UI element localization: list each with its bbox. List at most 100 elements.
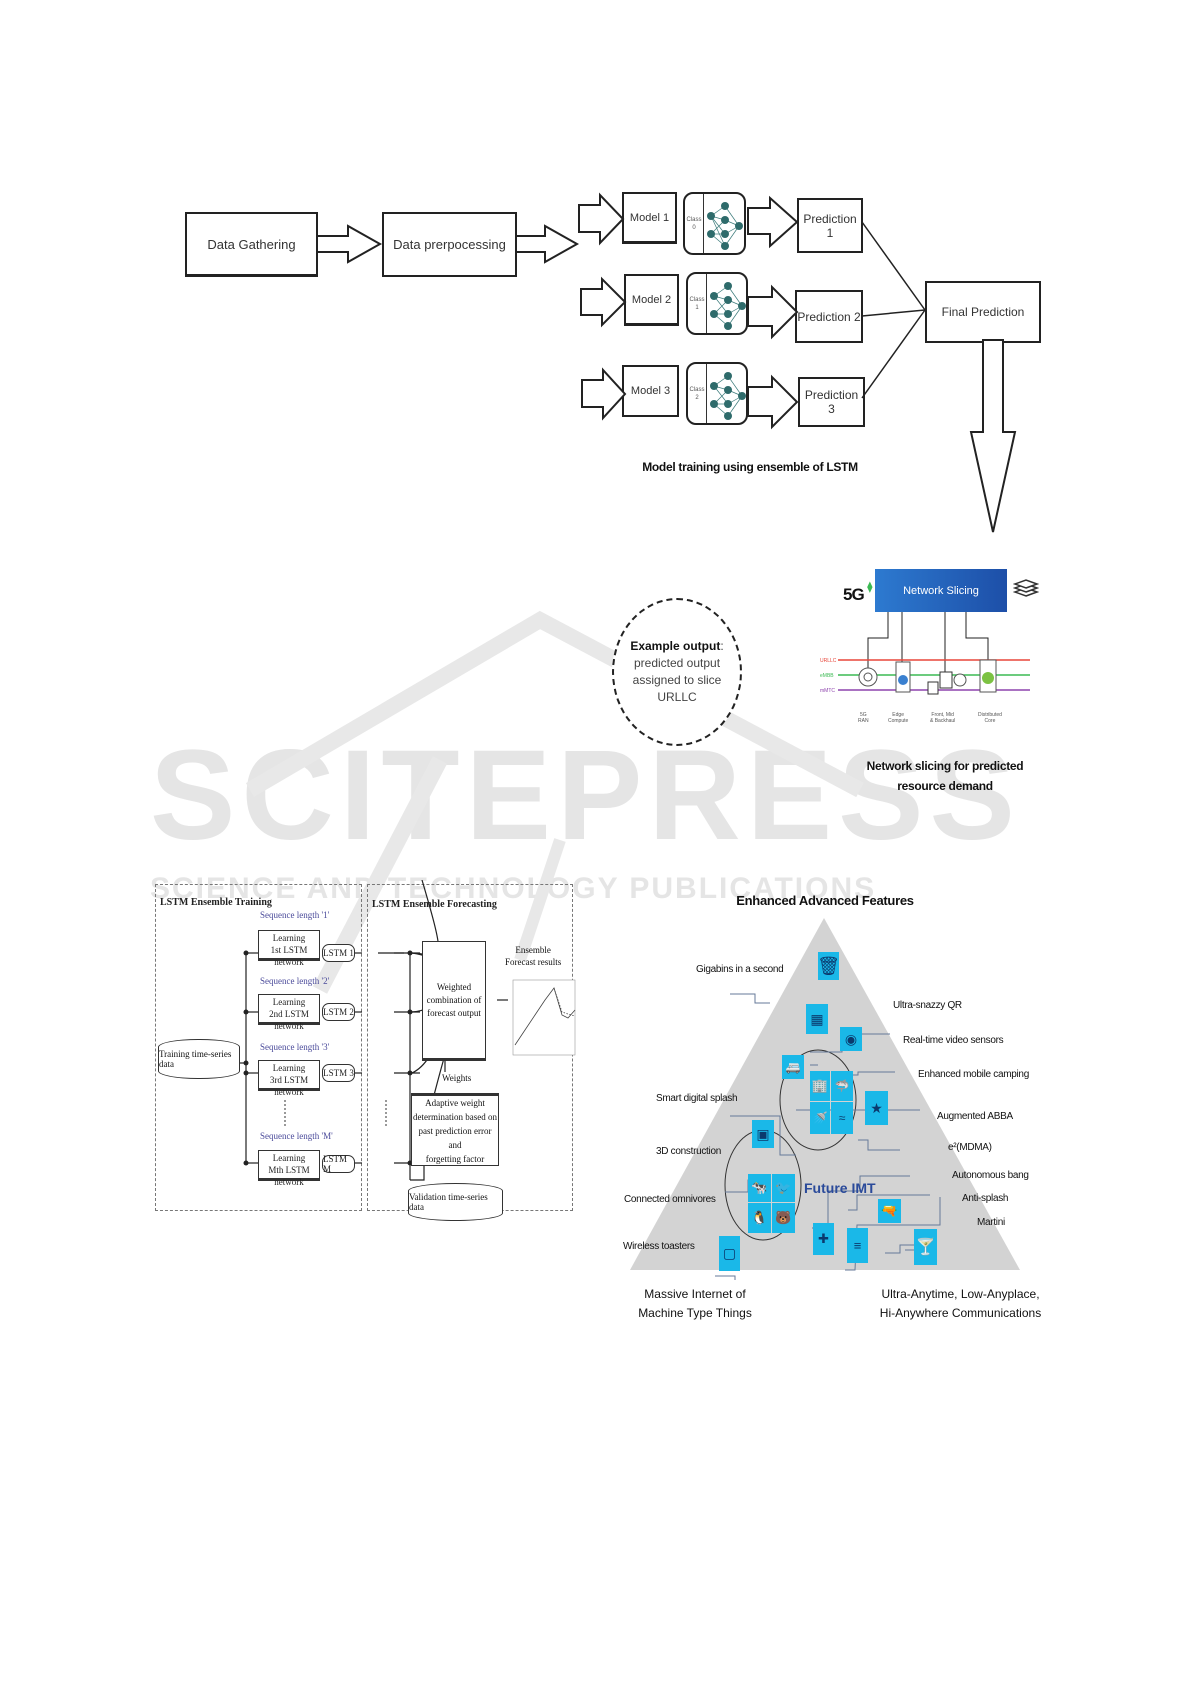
shower-icon: 🚿 [810,1102,830,1134]
seq-length-m: Sequence length 'M' [260,1131,333,1141]
ensemble-caption: Model training using ensemble of LSTM [642,460,858,474]
slice-label-embb: eMBB [820,673,834,679]
label-autonomous-bang: Autonomous bang [952,1170,1029,1181]
ensemble-connectors [316,192,1017,533]
data-preprocessing-box: Data prerpocessing [382,212,517,277]
label-real-time-video: Real-time video sensors [903,1035,1004,1046]
example-output-circle: Example output: predicted output assigne… [612,598,742,746]
data-gathering-label: Data Gathering [207,236,296,252]
arrow-to-prediction-1 [747,195,799,249]
bird-icon: 🐦 [772,1174,795,1202]
shark-danger-icon: 🦈 [831,1071,853,1101]
badge-5g: 5G ⧫ [843,582,872,605]
seq-length-1: Sequence length '1' [260,910,330,920]
caravan-icon: 🚐 [782,1055,804,1079]
label-gigabins: Gigabins in a second [696,964,784,975]
label-anti-splash: Anti-splash [962,1193,1009,1204]
arrow-into-model-1 [578,192,625,246]
validation-data-label: Validation time-series data [409,1192,488,1212]
prediction-2-box: Prediction 2 [795,290,863,343]
martini-glass-icon: 🍸 [914,1229,937,1265]
arrow-to-prediction-2 [747,284,799,340]
model-1-label: Model 1 [629,211,670,224]
label-ultra-snazzy-qr: Ultra-snazzy QR [893,1000,962,1011]
prediction-2-label: Prediction 2 [797,309,861,324]
edge-compute-icon [895,661,911,693]
nn-class-2-box: Class 2 [686,362,748,425]
example-output-colon: : [720,639,724,653]
arrow-into-model-3 [581,367,627,421]
building-icon: 🏢 [810,1071,830,1101]
ensemble-forecast-mini-chart [512,979,576,1056]
validation-data-cylinder: Validation time-series data [408,1183,503,1221]
neural-network-icon [710,282,746,330]
class-2-label: Class 2 [688,364,707,423]
training-title: LSTM Ensemble Training [160,897,272,908]
final-prediction-box: Final Prediction [925,281,1041,343]
slice-label-urllc: URLLC [820,658,837,664]
model-2-label: Model 2 [631,293,672,306]
model-2-box: Model 2 [624,274,679,326]
qr-code-icon: ▦ [806,1004,828,1034]
splash-cluster-outline [779,1049,857,1151]
training-data-label: Training time-series data [159,1049,232,1069]
example-output-heading: Example output [630,639,721,653]
label-mdma: e²(MDMA) [948,1142,992,1153]
final-prediction-label: Final Prediction [941,305,1025,319]
imt-title: Enhanced Advanced Features [736,893,914,908]
training-data-cylinder: Training time-series data [158,1039,240,1079]
layers-icon [1012,578,1040,609]
class-0-label: Class 0 [685,194,704,253]
bear-icon: 🐻 [772,1203,795,1233]
node-backhaul: Front, Mid& Backhaul [930,712,956,724]
forecasting-title: LSTM Ensemble Forecasting [372,899,497,910]
pistol-icon: 🔫 [878,1199,901,1223]
lstm-3-pill: LSTM 3 [322,1064,355,1082]
toast-icon: ▢ [719,1236,740,1271]
model-3-label: Model 3 [630,385,671,397]
antenna-icon [858,667,878,687]
prediction-1-label: Prediction 1 [803,211,857,240]
model-1-box: Model 1 [622,192,677,244]
lstm-2-pill: LSTM 2 [322,1003,355,1021]
slicing-caption: Network slicing for predicted resource d… [860,756,1030,796]
example-output-line-3: URLLC [657,690,697,704]
data-preprocessing-label: Data prerpocessing [393,237,506,252]
weights-label: Weights [442,1073,472,1083]
label-enhanced-camping: Enhanced mobile camping [918,1069,1029,1080]
arrow-into-model-2 [580,276,627,328]
seq-length-3: Sequence length '3' [260,1042,330,1052]
future-imt-label: Future IMT [804,1180,876,1196]
label-3d-construction: 3D construction [656,1146,721,1157]
label-augmented-abba: Augmented ABBA [937,1111,1013,1122]
lstm-m-pill: LSTM M [322,1154,355,1174]
dancer-icon: ★ [865,1091,888,1125]
penguin-icon: 🐧 [748,1203,771,1233]
wifi-signal-icon: ⧫ [867,582,872,593]
waterfall-icon: ≈ [831,1102,853,1134]
label-smart-splash: Smart digital splash [656,1093,738,1104]
slicing-lines: URLLC eMBB mMTC [820,612,1030,695]
arrow-prep-to-models [515,224,580,264]
seq-length-2: Sequence length '2' [260,976,330,986]
lego-brick-icon: ▣ [752,1120,774,1148]
network-slicing-label: Network Slicing [903,584,979,597]
prediction-3-label: Prediction 3 [804,388,859,416]
eye-icon: ◉ [840,1027,862,1051]
arrow-gather-to-prep [316,224,383,264]
arrow-final-down [969,339,1017,533]
data-gathering-box: Data Gathering [185,212,318,277]
neural-network-icon [707,202,743,250]
network-slicing-header: Network Slicing [875,569,1007,612]
